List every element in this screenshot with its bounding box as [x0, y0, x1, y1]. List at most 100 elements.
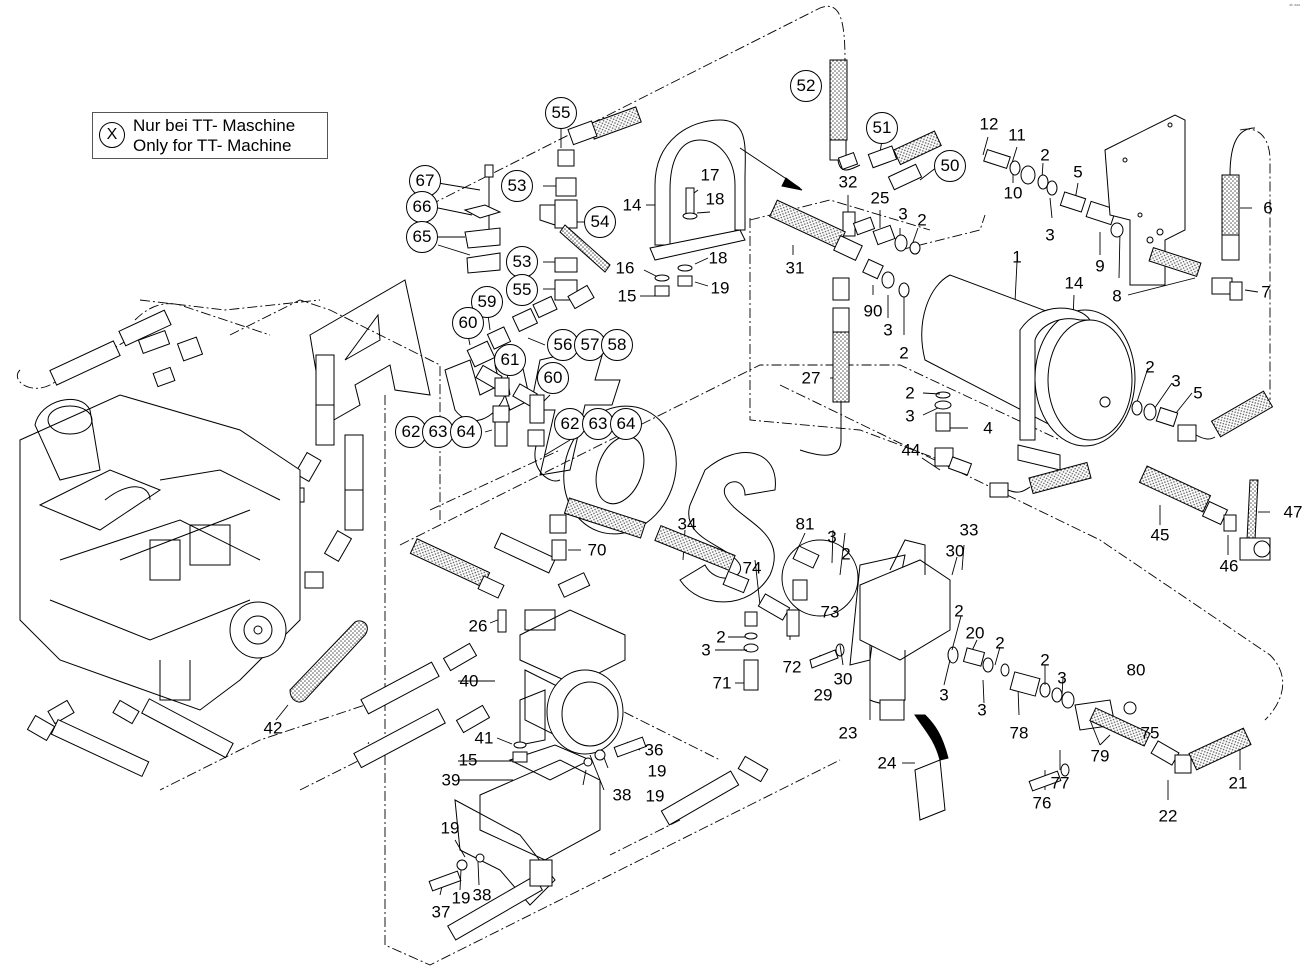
part-label-2: 2: [954, 601, 964, 621]
part-label-8: 8: [1112, 286, 1122, 306]
part-label-19: 19: [440, 818, 460, 838]
part-label-45: 45: [1150, 525, 1170, 545]
part-label-3: 3: [883, 320, 893, 340]
part-label-10: 10: [1003, 183, 1023, 203]
part-label-20: 20: [965, 623, 985, 643]
part-label-46: 46: [1219, 556, 1239, 576]
part-label-81: 81: [795, 514, 815, 534]
part-label-7: 7: [1261, 282, 1271, 302]
part-label-79: 79: [1090, 746, 1110, 766]
part-label-26: 26: [468, 616, 488, 636]
part-label-3: 3: [905, 406, 915, 426]
part-label-40: 40: [459, 671, 479, 691]
part-label-44: 44: [901, 440, 921, 460]
callout-62: 62: [395, 416, 427, 448]
part-label-2: 2: [905, 383, 915, 403]
part-label-39: 39: [441, 770, 461, 790]
part-label-4: 4: [983, 418, 993, 438]
part-label-3: 3: [977, 700, 987, 720]
part-label-37: 37: [431, 902, 451, 922]
note-line-de: Nur bei TT- Maschine: [133, 116, 296, 135]
part-label-19: 19: [710, 278, 730, 298]
part-label-3: 3: [898, 204, 908, 224]
part-label-22: 22: [1158, 806, 1178, 826]
callout-63: 63: [582, 408, 614, 440]
callout-53: 53: [501, 170, 533, 202]
part-label-2: 2: [1040, 650, 1050, 670]
part-label-34: 34: [677, 514, 697, 534]
part-label-2: 2: [716, 627, 726, 647]
hose-52: [829, 59, 848, 141]
hose-27: [832, 331, 850, 403]
callout-56: 56: [547, 329, 579, 361]
part-label-33: 33: [959, 520, 979, 540]
part-label-14: 14: [622, 195, 642, 215]
callout-55: 55: [506, 274, 538, 306]
part-label-24: 24: [877, 753, 897, 773]
note-marker: X: [99, 122, 125, 148]
callout-64: 64: [610, 408, 642, 440]
part-label-3: 3: [1057, 668, 1067, 688]
callout-61: 61: [494, 344, 526, 376]
part-label-90: 90: [863, 301, 883, 321]
components: [19, 59, 1274, 941]
part-label-78: 78: [1009, 723, 1029, 743]
part-label-2: 2: [995, 633, 1005, 653]
part-label-30: 30: [945, 541, 965, 561]
part-label-12: 12: [979, 114, 999, 134]
part-label-15: 15: [458, 750, 478, 770]
callout-63: 63: [422, 416, 454, 448]
hose-6: [1221, 174, 1240, 236]
part-label-11: 11: [1008, 125, 1026, 145]
part-label-2: 2: [841, 544, 851, 564]
part-label-77: 77: [1050, 773, 1070, 793]
part-label-80: 80: [1126, 660, 1146, 680]
callout-52: 52: [790, 70, 822, 102]
callout-53: 53: [506, 246, 538, 278]
part-label-16: 16: [615, 258, 635, 278]
part-label-14: 14: [1064, 273, 1084, 293]
part-label-41: 41: [474, 728, 494, 748]
part-label-23: 23: [838, 723, 858, 743]
part-label-31: 31: [785, 258, 805, 278]
part-label-15: 15: [617, 286, 637, 306]
callout-62: 62: [554, 408, 586, 440]
callout-64: 64: [450, 416, 482, 448]
part-label-18: 18: [708, 248, 728, 268]
callout-51: 51: [866, 112, 898, 144]
part-label-73: 73: [820, 602, 840, 622]
part-label-3: 3: [827, 527, 837, 547]
callout-50: 50: [934, 150, 966, 182]
part-label-6: 6: [1263, 198, 1273, 218]
part-label-21: 21: [1228, 773, 1248, 793]
routing-lines: [17, 5, 1284, 966]
corner-mark: ᵃᵇ ᵃᵃᵃ: [1289, 3, 1300, 9]
note-box: X Nur bei TT- Maschine Only for TT- Mach…: [92, 112, 328, 159]
part-label-32: 32: [838, 172, 858, 192]
note-line-en: Only for TT- Machine: [133, 136, 292, 155]
part-label-75: 75: [1140, 723, 1160, 743]
part-label-9: 9: [1095, 256, 1105, 276]
part-label-74: 74: [742, 558, 762, 578]
part-label-2: 2: [917, 210, 927, 230]
part-label-47: 47: [1283, 502, 1303, 522]
part-label-18: 18: [705, 189, 725, 209]
part-label-2: 2: [1145, 357, 1155, 377]
part-label-36: 36: [644, 740, 664, 760]
part-label-42: 42: [263, 718, 283, 738]
part-label-19: 19: [645, 786, 665, 806]
part-label-25: 25: [870, 188, 890, 208]
part-label-19: 19: [647, 761, 667, 781]
callout-54: 54: [584, 206, 616, 238]
callout-65: 65: [406, 221, 438, 253]
callout-60: 60: [452, 307, 484, 339]
part-label-17: 17: [700, 165, 720, 185]
part-label-76: 76: [1032, 793, 1052, 813]
callout-55: 55: [545, 97, 577, 129]
callout-58: 58: [601, 329, 633, 361]
part-label-71: 71: [712, 673, 732, 693]
part-label-2: 2: [899, 343, 909, 363]
part-label-5: 5: [1193, 383, 1203, 403]
